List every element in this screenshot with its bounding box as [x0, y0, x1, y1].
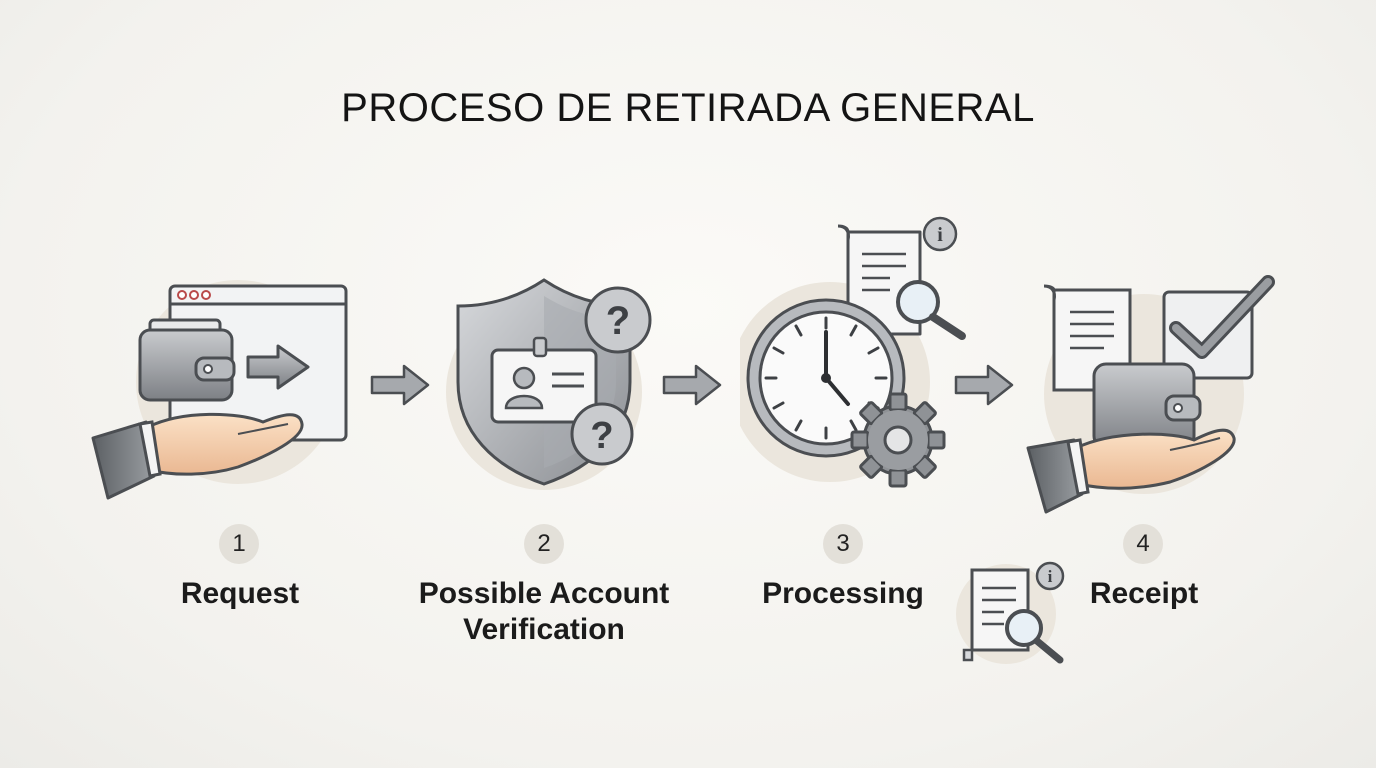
- step-label-receipt: Receipt: [1089, 577, 1199, 610]
- svg-text:i: i: [937, 224, 943, 246]
- shield-id-question-icon: ? ?: [446, 278, 652, 490]
- svg-text:?: ?: [606, 299, 630, 343]
- step-label-processing: Processing: [762, 577, 924, 610]
- step-label-verification: Possible Account Verification: [384, 576, 704, 648]
- svg-text:i: i: [1048, 567, 1053, 586]
- step-number-2: 2: [524, 524, 564, 564]
- clock-gear-document-icon: i: [740, 216, 966, 488]
- hand-wallet-receipt-check-icon: [1026, 275, 1275, 514]
- step-label-request: Request: [180, 577, 300, 610]
- page-title: PROCESO DE RETIRADA GENERAL: [341, 86, 1035, 130]
- step-number-1: 1: [219, 524, 259, 564]
- wallet-in-hand-icon: [91, 280, 348, 500]
- flow-arrow-3: [954, 364, 1014, 406]
- document-magnifier-icon: i: [956, 561, 1065, 664]
- svg-text:?: ?: [590, 415, 613, 457]
- step-label-line-1: Possible Account: [418, 577, 670, 610]
- step-label-line-2: Verification: [463, 613, 625, 646]
- step-number-3: 3: [823, 524, 863, 564]
- flow-arrow-1: [370, 364, 430, 406]
- step-number-4: 4: [1123, 524, 1163, 564]
- flow-arrow-2: [662, 364, 722, 406]
